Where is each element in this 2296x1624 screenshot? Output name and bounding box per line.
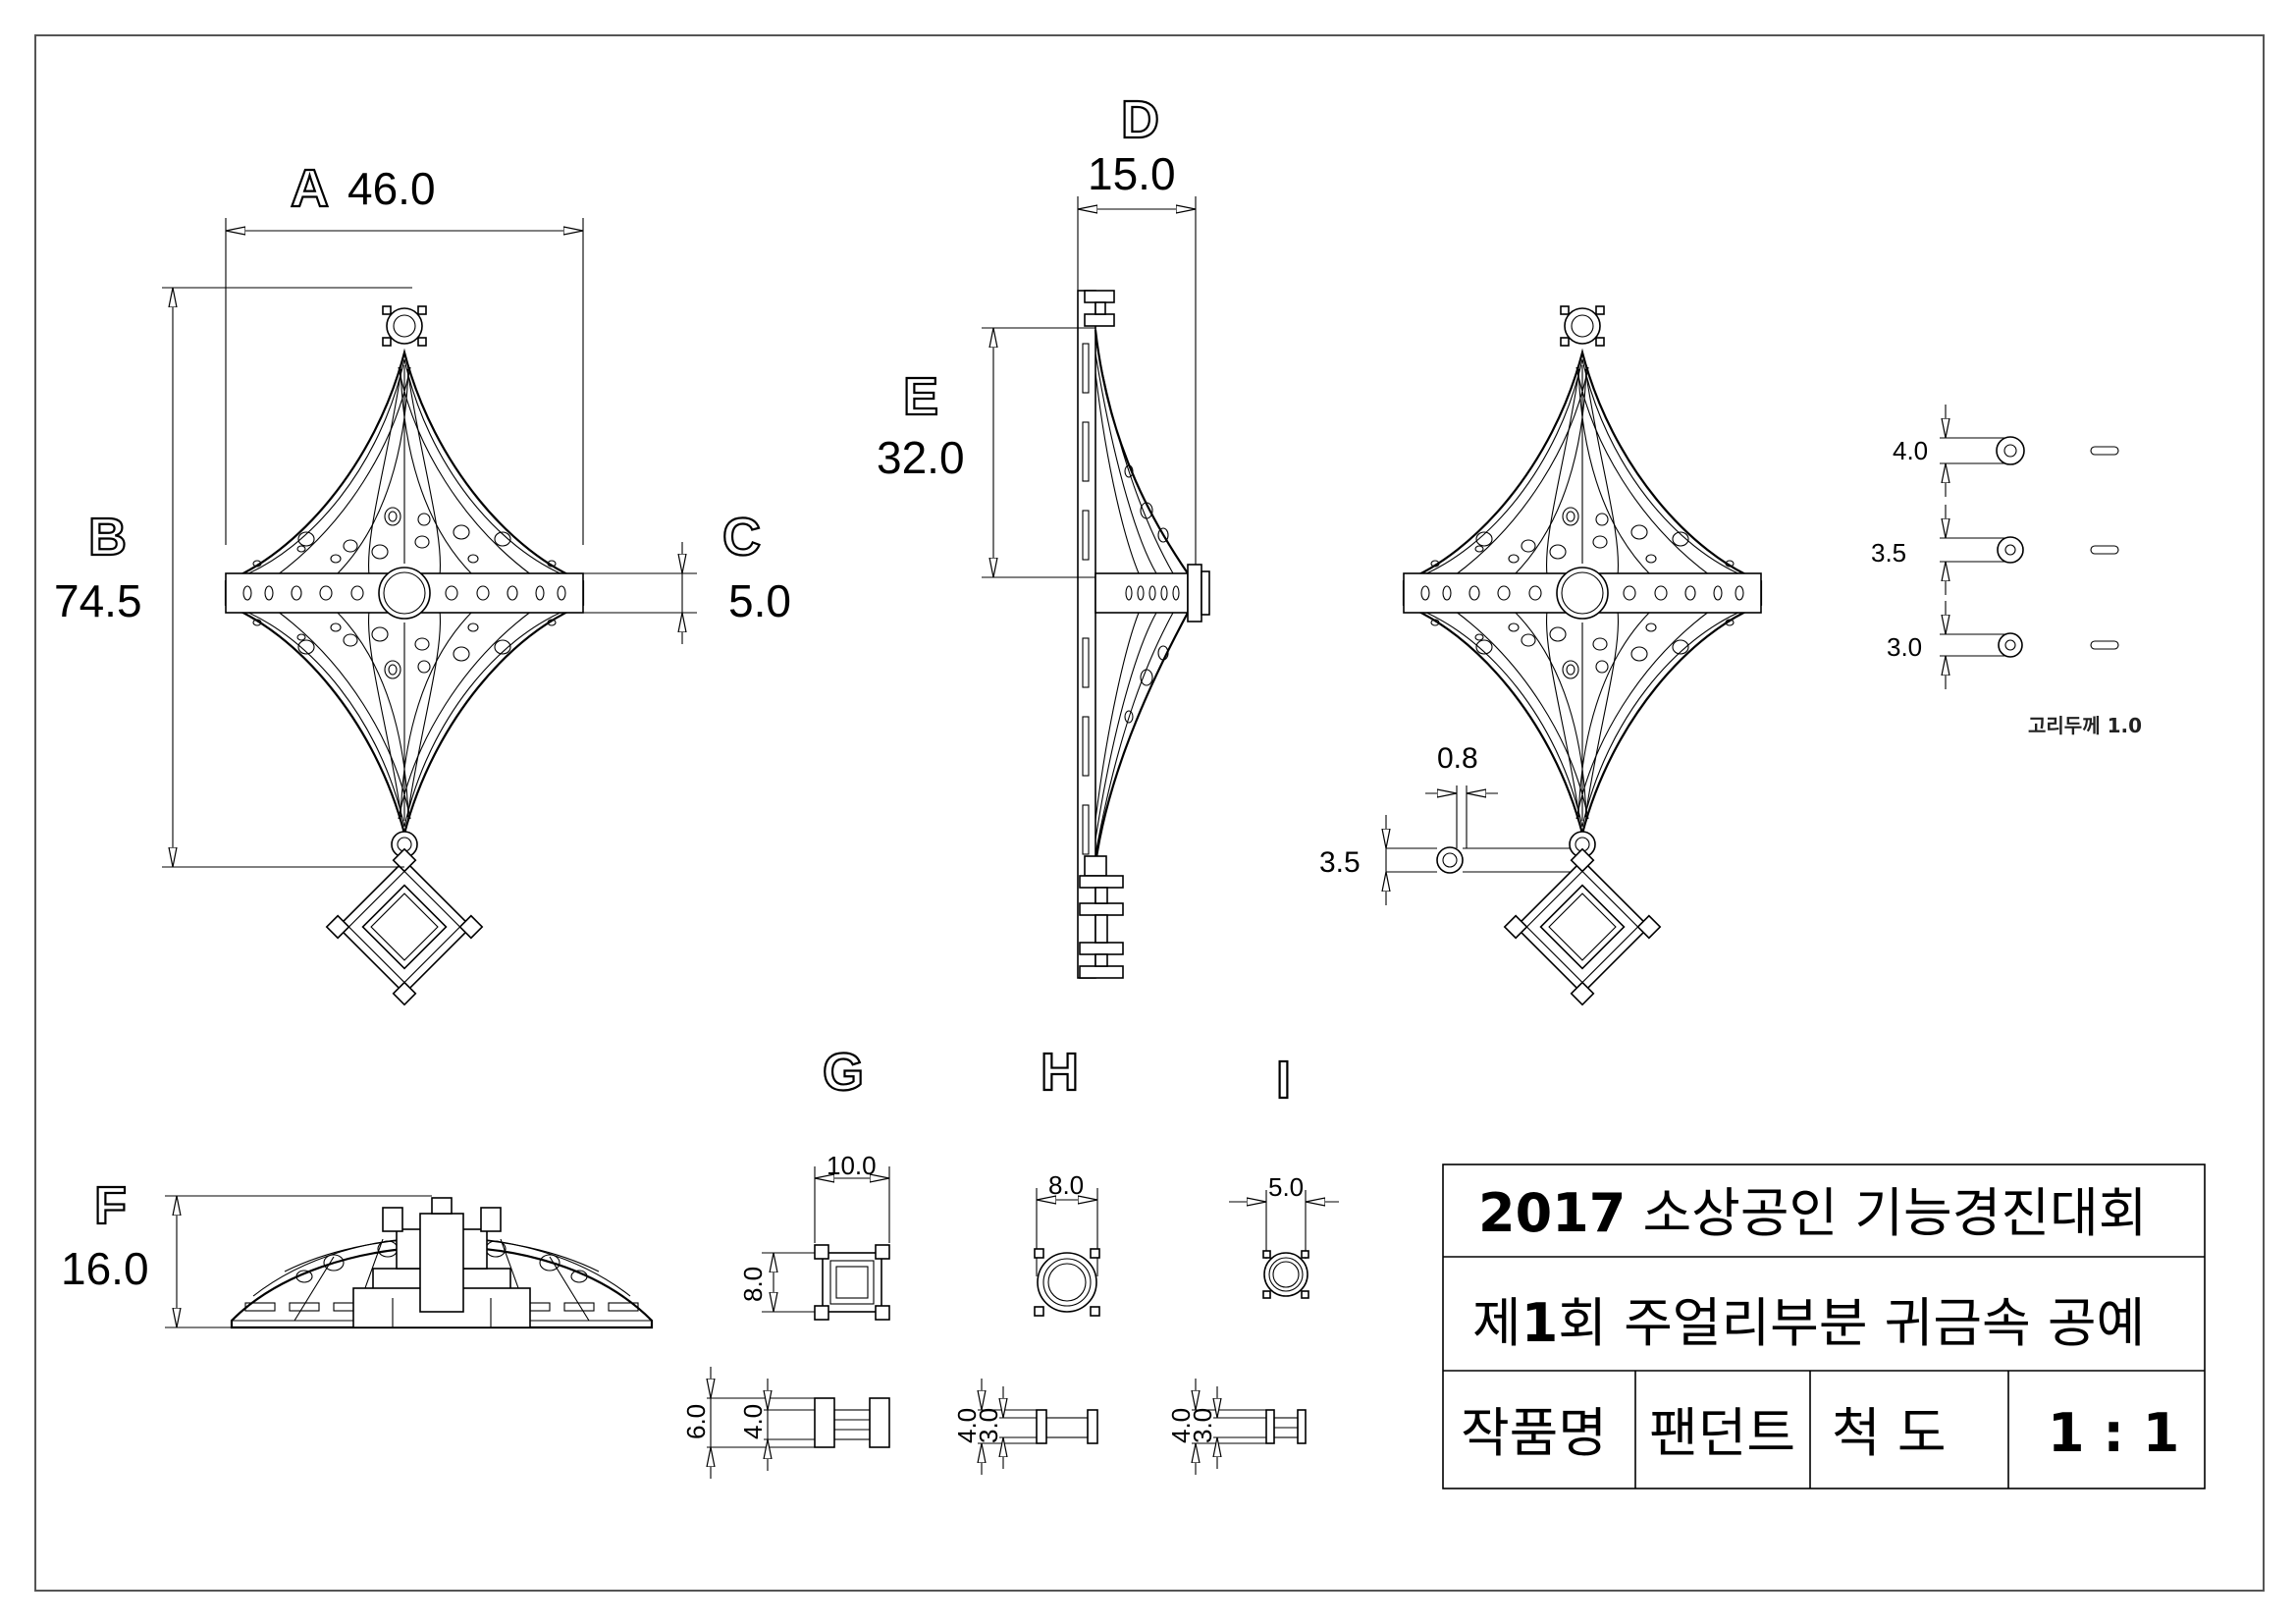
view-label-c: C: [722, 508, 761, 567]
dim-g-height: 8.0: [738, 1267, 768, 1302]
side-view: [1077, 290, 1210, 979]
dim-g-side-total: 6.0: [681, 1404, 711, 1439]
name-label: 작품명: [1461, 1402, 1607, 1464]
scale-label: 척 도: [1832, 1402, 1947, 1464]
ring-spec-1: 4.0: [1893, 405, 2119, 497]
ring-spec-3: 3.0: [1887, 601, 2119, 689]
ring-1-dia: 4.0: [1893, 436, 1928, 465]
ring-2-dia: 3.5: [1871, 538, 1906, 568]
name-value: 팬던트: [1649, 1402, 1795, 1464]
view-label-i: I: [1276, 1051, 1291, 1110]
dim-e-value: 32.0: [877, 432, 965, 483]
dimension-e: E 32.0: [877, 327, 1095, 578]
front-view: [224, 304, 585, 1005]
view-label-a: A: [291, 159, 329, 218]
view-h: H 8.0 4.0 3.0: [952, 1042, 1100, 1475]
dim-f-value: 16.0: [61, 1243, 149, 1294]
ring-spec-2: 3.5: [1871, 505, 2119, 595]
dim-a-value: 46.0: [347, 163, 436, 214]
back-view: [1402, 304, 1763, 1005]
view-i: I 5.0 4.0 3.0: [1166, 1050, 1339, 1475]
dim-d-value: 15.0: [1088, 148, 1176, 199]
dim-h-side-total: 4.0: [952, 1408, 982, 1443]
dim-g-side-inner: 4.0: [738, 1404, 768, 1439]
view-label-d: D: [1121, 90, 1159, 149]
dimension-d: D 15.0: [1077, 89, 1197, 565]
dimension-b: B 74.5: [54, 287, 412, 868]
dimension-c: C 5.0: [583, 507, 791, 644]
dimension-f: F 16.0: [61, 1175, 432, 1328]
dim-g-width: 10.0: [827, 1151, 877, 1180]
dim-i-width: 5.0: [1268, 1172, 1304, 1202]
view-label-h: H: [1041, 1043, 1079, 1102]
jump-ring-dia-value: 3.5: [1319, 846, 1361, 879]
title-block: 2017 소상공인 기능경진대회 제1회 주얼리부분 귀금속 공예 작품명 팬던…: [1442, 1164, 2206, 1489]
scale-value: 1 : 1: [2048, 1402, 2179, 1464]
title-row-2: 제1회 주얼리부분 귀금속 공예: [1472, 1292, 2145, 1354]
jump-ring-gap-value: 0.8: [1437, 742, 1478, 775]
view-label-e: E: [903, 367, 938, 426]
title-row-1: 2017 소상공인 기능경진대회: [1478, 1182, 2147, 1244]
ring-spec-list: 4.0 3.5 3.0 고리두께 1.0: [1871, 405, 2142, 737]
view-label-g: G: [823, 1043, 864, 1102]
view-g: G 10.0 8.0 6.0 4.0: [681, 1042, 890, 1479]
view-f: [230, 1197, 654, 1329]
dim-h-width: 8.0: [1048, 1170, 1084, 1200]
sheet-border: [34, 34, 2265, 1592]
dim-i-side-inner: 3.0: [1188, 1408, 1217, 1443]
dim-c-value: 5.0: [728, 575, 791, 626]
dimension-a: A 46.0: [225, 158, 584, 545]
ring-3-dia: 3.0: [1887, 632, 1922, 662]
ring-thickness-note: 고리두께 1.0: [2028, 714, 2142, 737]
dim-i-side-total: 4.0: [1166, 1408, 1196, 1443]
dim-b-value: 74.5: [54, 575, 142, 626]
dim-h-side-inner: 3.0: [974, 1408, 1003, 1443]
view-label-b: B: [88, 508, 127, 567]
view-label-f: F: [94, 1176, 127, 1235]
jump-ring-detail: 3.5 0.8: [1319, 742, 1571, 905]
